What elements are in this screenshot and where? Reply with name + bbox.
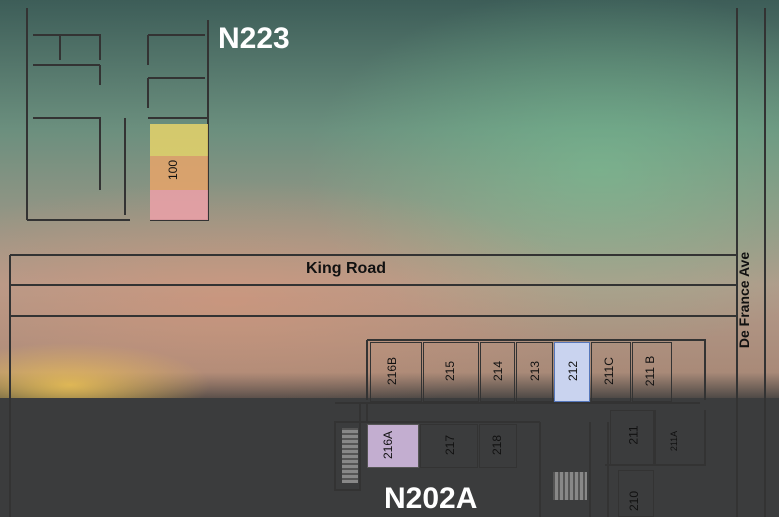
room-211 <box>610 410 654 465</box>
room-211c <box>591 342 631 402</box>
building-n202a-label: N202A <box>384 482 478 515</box>
room-100-pink <box>150 190 208 220</box>
room-211c-label: 211C <box>601 357 616 385</box>
room-213 <box>516 342 553 402</box>
room-211b-label: 211 B <box>643 355 658 387</box>
room-215 <box>423 342 479 402</box>
room-214 <box>480 342 515 402</box>
room-215-label: 215 <box>443 360 458 382</box>
room-214-label: 214 <box>491 360 506 382</box>
room-216a <box>367 424 419 468</box>
stairs-icon <box>342 428 358 483</box>
room-211b <box>632 342 672 402</box>
room-212-label: 212 <box>566 360 581 382</box>
room-212 <box>554 342 590 402</box>
room-217 <box>420 424 478 468</box>
room-100-label: 100 <box>166 159 181 181</box>
room-213-label: 213 <box>528 360 543 382</box>
building-n223-label: N223 <box>218 22 290 55</box>
room-218 <box>479 424 517 468</box>
de-france-ave-label: De France Ave <box>736 251 753 349</box>
room-100-yellow <box>150 124 208 156</box>
stairs-icon-2 <box>553 472 587 500</box>
room-216b-label: 216B <box>385 356 400 386</box>
room-216b <box>370 342 422 402</box>
room-211-label: 211 <box>626 425 641 445</box>
room-210-label: 210 <box>627 490 642 512</box>
room-217-label: 217 <box>443 434 458 456</box>
king-road-label: King Road <box>306 260 386 277</box>
room-211a-label: 211A <box>669 430 680 452</box>
room-100-orange <box>150 156 208 190</box>
room-218-label: 218 <box>490 434 505 456</box>
room-216a-label: 216A <box>381 430 396 460</box>
